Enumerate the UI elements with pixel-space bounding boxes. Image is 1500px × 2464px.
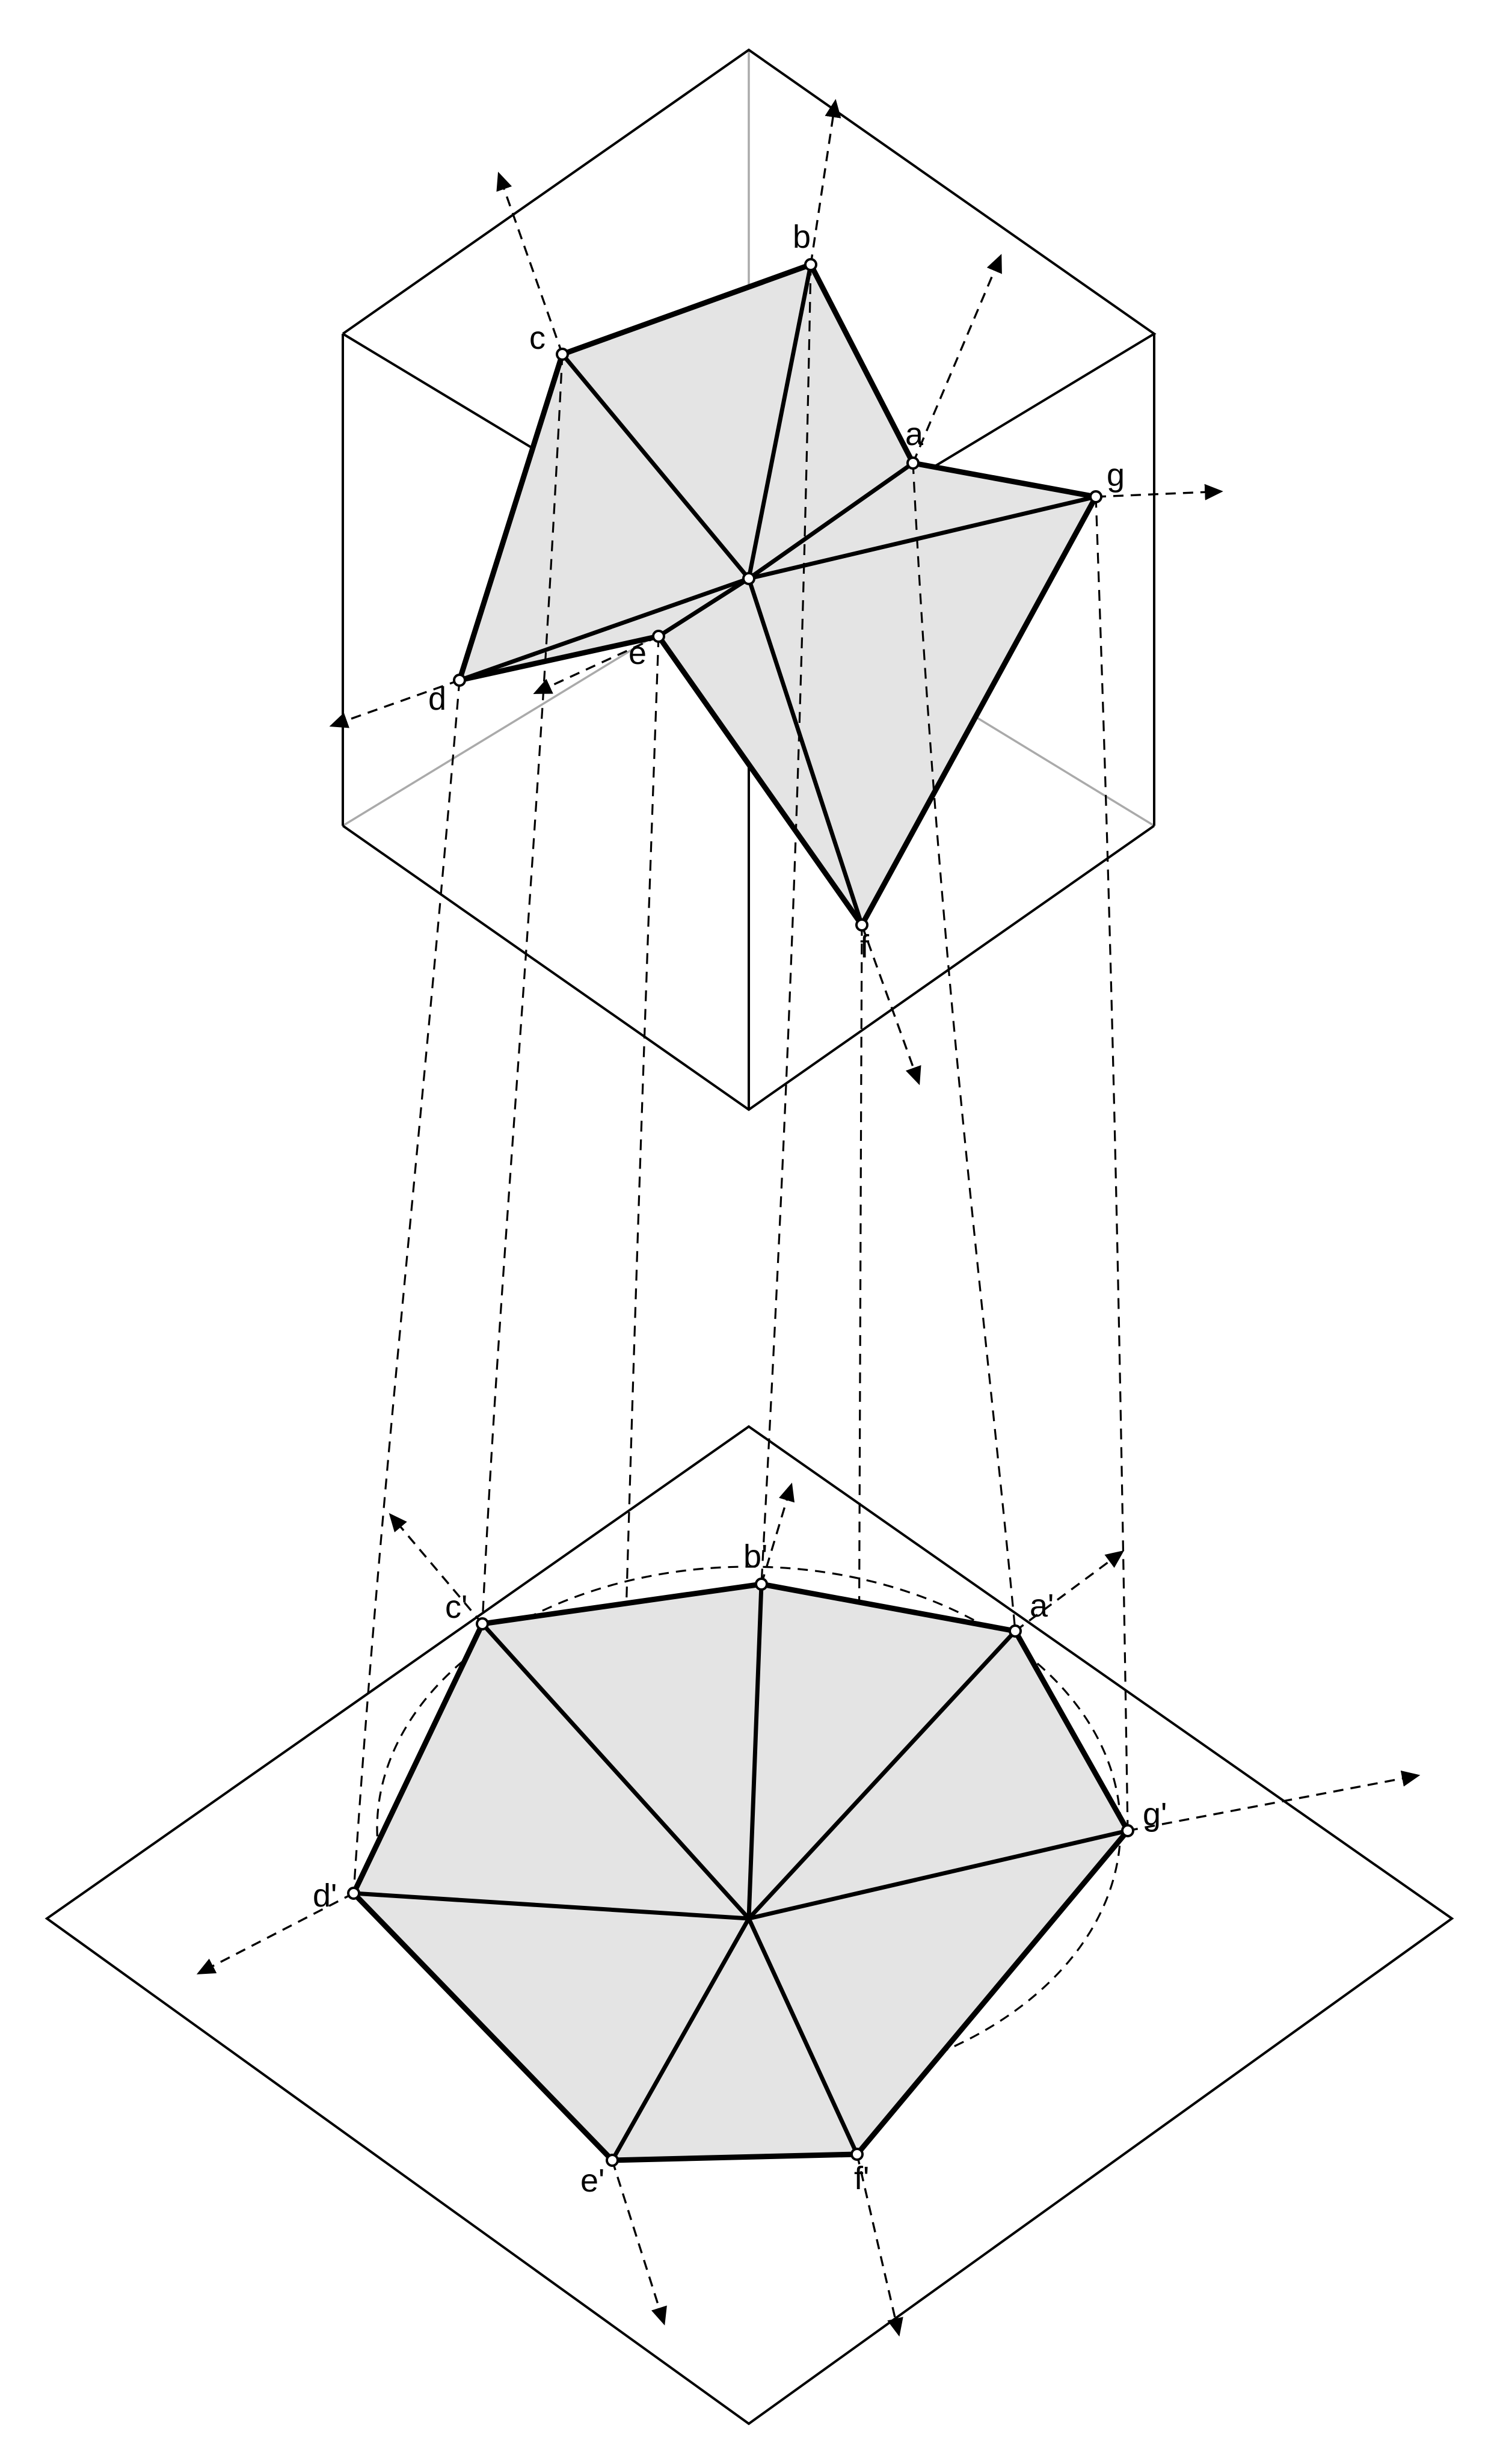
ray-c [481, 354, 564, 1624]
face-lower-e-d [354, 1893, 749, 2160]
normal-arrow-b-prime [760, 1482, 795, 1585]
cube-bottom-face [342, 825, 1155, 1111]
face-lower-c-b [482, 1584, 761, 1919]
face-lower-g-f [749, 1831, 1128, 2154]
vertex-dot-a-prime [1009, 1624, 1022, 1638]
normal-arrow-e-prime [611, 2160, 667, 2326]
face-upper-a-g [749, 463, 1096, 579]
ray-g [1095, 496, 1129, 1831]
normal-arrow-a-prime [1014, 1550, 1125, 1632]
lower-polyhedron-faces [354, 1584, 1128, 2160]
normal-arrow-c [496, 171, 564, 355]
ray-a [912, 462, 1016, 1632]
spoke-f [746, 577, 864, 926]
vertex-label-a-prime: a' [1030, 1588, 1054, 1624]
spoke-c [561, 352, 751, 580]
spoke-g-prime [748, 1828, 1128, 1921]
lower-picture-plane [45, 1425, 1454, 2426]
face-upper-b-a [749, 265, 913, 579]
upper-vertex-markers [453, 258, 1102, 932]
vertex-label-f-prime: f' [854, 2160, 869, 2196]
vertex-label-e: e [629, 635, 647, 671]
vertex-dot-apex-upper [742, 572, 755, 585]
vertex-label-a: a [905, 416, 924, 452]
lower-normal-arrows [196, 1482, 1421, 2337]
ray-d [352, 680, 461, 1894]
vertex-label-b-prime: b' [743, 1538, 767, 1575]
vertex-dot-d-prime [347, 1887, 360, 1900]
vertex-dot-e-prime [606, 2154, 619, 2167]
vertex-dot-a [906, 456, 920, 470]
face-lower-f-e [612, 1919, 857, 2160]
spoke-a-prime [747, 1629, 1017, 1920]
lower-vertex-labels: a' b' c' d' e' f' g' [313, 1538, 1167, 2199]
vertex-dot-f [855, 918, 868, 932]
face-upper-c-b [562, 265, 811, 579]
vertex-label-g: g [1107, 457, 1125, 493]
spoke-d-prime [353, 1891, 749, 1921]
vertex-dot-f-prime [850, 2148, 864, 2161]
vertex-label-e-prime: e' [580, 2163, 604, 2199]
vertex-label-b: b [793, 219, 811, 255]
spoke-e [657, 577, 750, 638]
upper-polyhedron-faces [460, 265, 1096, 925]
normal-arrow-c-prime [389, 1513, 484, 1625]
spoke-b-prime [746, 1584, 764, 1919]
upper-spokes [458, 264, 1096, 926]
vertex-label-g-prime: g' [1143, 1796, 1167, 1833]
vertex-dot-d [453, 674, 466, 687]
vertex-dot-c [556, 348, 569, 361]
spoke-b [746, 264, 813, 579]
normal-arrow-f [861, 924, 921, 1086]
vertex-label-f: f [860, 929, 870, 965]
normal-arrow-e [533, 635, 659, 694]
vertex-label-d: d [428, 681, 446, 717]
lower-spokes [353, 1584, 1128, 2161]
normal-arrow-f-prime [856, 2154, 903, 2337]
face-upper-g-f [749, 497, 1096, 925]
normal-arrow-g-prime [1127, 1770, 1421, 1832]
normal-arrow-d [329, 679, 460, 728]
spoke-e-prime [610, 1917, 751, 2161]
ray-b [760, 264, 812, 1585]
normal-arrow-g [1095, 484, 1223, 500]
vertex-dot-c-prime [476, 1617, 489, 1630]
face-lower-b-a [749, 1584, 1015, 1919]
lower-vertex-markers [347, 1578, 1134, 2167]
spoke-a [747, 461, 915, 580]
upper-vertex-labels: a b c d e f g [428, 219, 1125, 965]
face-lower-d-c [354, 1624, 749, 1919]
vertex-label-d-prime: d' [313, 1878, 337, 1914]
vertex-dot-e [652, 630, 665, 643]
spoke-d [458, 576, 750, 683]
vertex-dot-b [804, 258, 817, 271]
face-upper-f-e [659, 579, 862, 925]
lower-outer-rim [350, 1581, 1131, 2163]
spoke-g [748, 494, 1096, 581]
upper-outer-rim [455, 261, 1100, 930]
vertex-dot-b-prime [755, 1578, 768, 1591]
projection-rays [352, 264, 1129, 2161]
vertex-dot-g-prime [1121, 1824, 1134, 1837]
vertex-label-c-prime: c' [445, 1589, 467, 1625]
normal-arrow-d-prime [196, 1892, 354, 1974]
face-upper-d-c [460, 354, 749, 680]
vertex-label-c: c [529, 320, 546, 356]
normal-arrow-a [912, 254, 1002, 464]
ray-e [611, 636, 660, 2161]
normal-arrow-b [810, 99, 841, 265]
vertex-dot-g [1089, 490, 1102, 503]
face-lower-a-g [749, 1631, 1128, 1919]
upper-normal-arrows [329, 99, 1223, 1086]
spoke-f-prime [746, 1917, 859, 2155]
spoke-c-prime [481, 1622, 751, 1920]
